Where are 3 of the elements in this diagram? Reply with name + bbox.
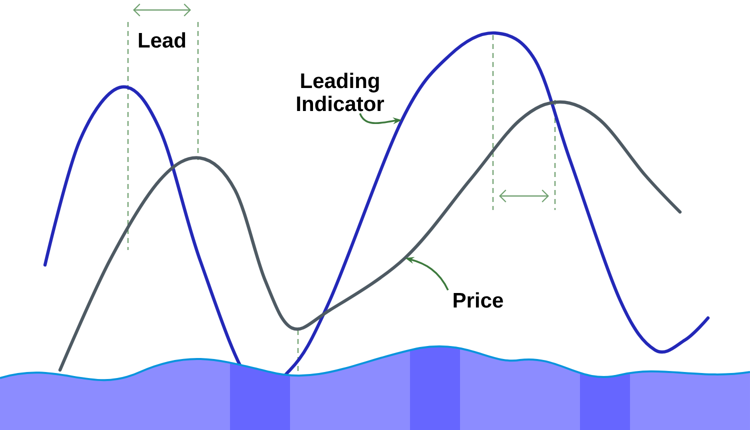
callout-text: Leading Indicator xyxy=(297,72,384,112)
dimension-label: Lead xyxy=(138,32,186,48)
callout-text: Price xyxy=(454,292,503,308)
